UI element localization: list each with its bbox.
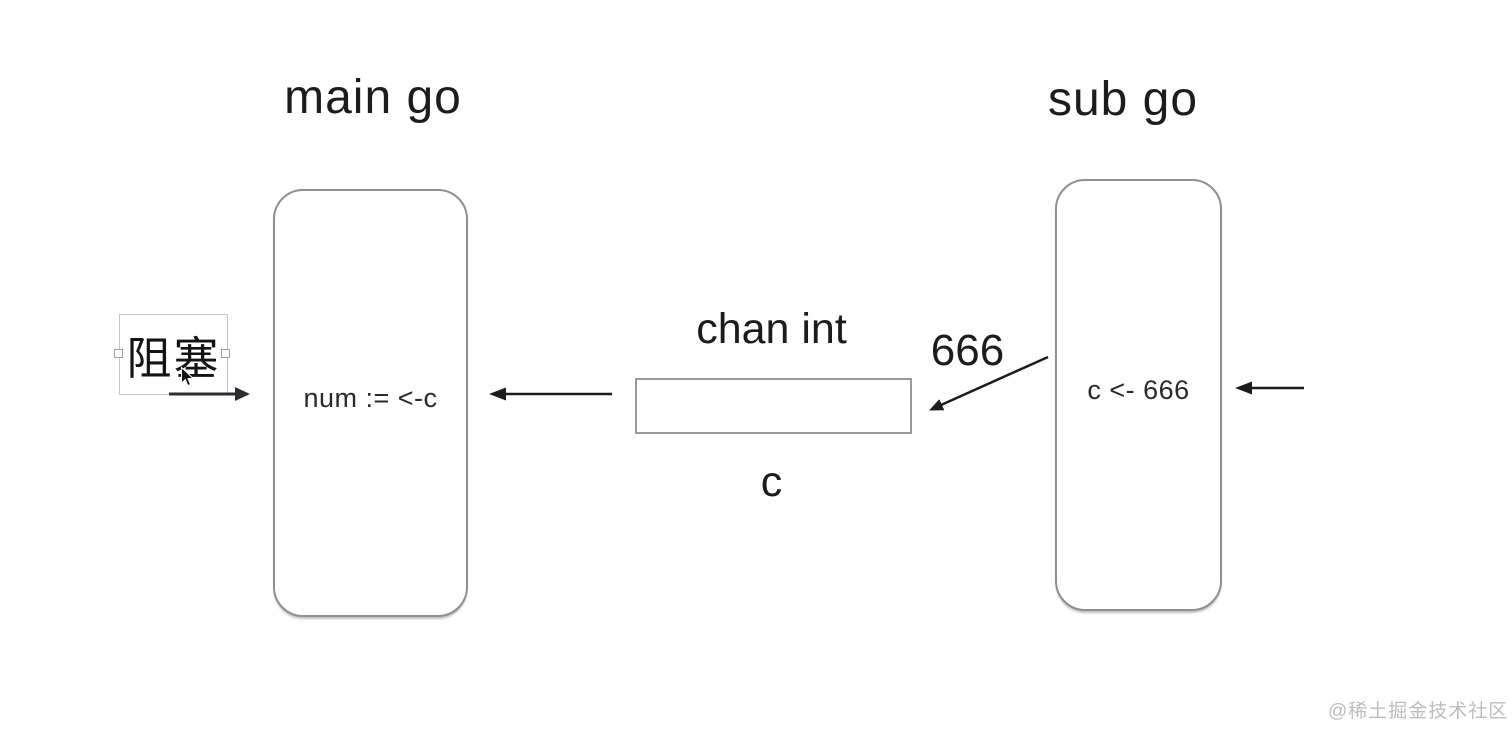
sent-value-label: 666: [930, 326, 1005, 375]
main-goroutine-box: num := <-c: [273, 189, 468, 617]
sub-goroutine-box: c <- 666: [1055, 179, 1222, 611]
selection-handle-right[interactable]: [221, 349, 230, 358]
sub-goroutine-code: c <- 666: [1087, 374, 1190, 405]
channel-var-label: c: [760, 458, 783, 506]
main-goroutine-code: num := <-c: [303, 382, 438, 413]
sub-goroutine-title: sub go: [1047, 73, 1199, 126]
mouse-cursor-icon: [181, 367, 195, 387]
channel-buffer-box: [635, 378, 912, 434]
blocking-label-selection[interactable]: 阻塞: [119, 314, 228, 395]
main-goroutine-title: main go: [284, 71, 462, 124]
arrow-channel-to-main-icon: [489, 387, 612, 401]
channel-type-label: chan int: [696, 305, 847, 353]
selection-handle-left[interactable]: [114, 349, 123, 358]
blocking-label: 阻塞: [126, 333, 221, 384]
arrow-into-sub-icon: [1235, 381, 1304, 395]
watermark: @稀土掘金技术社区: [1328, 701, 1509, 722]
